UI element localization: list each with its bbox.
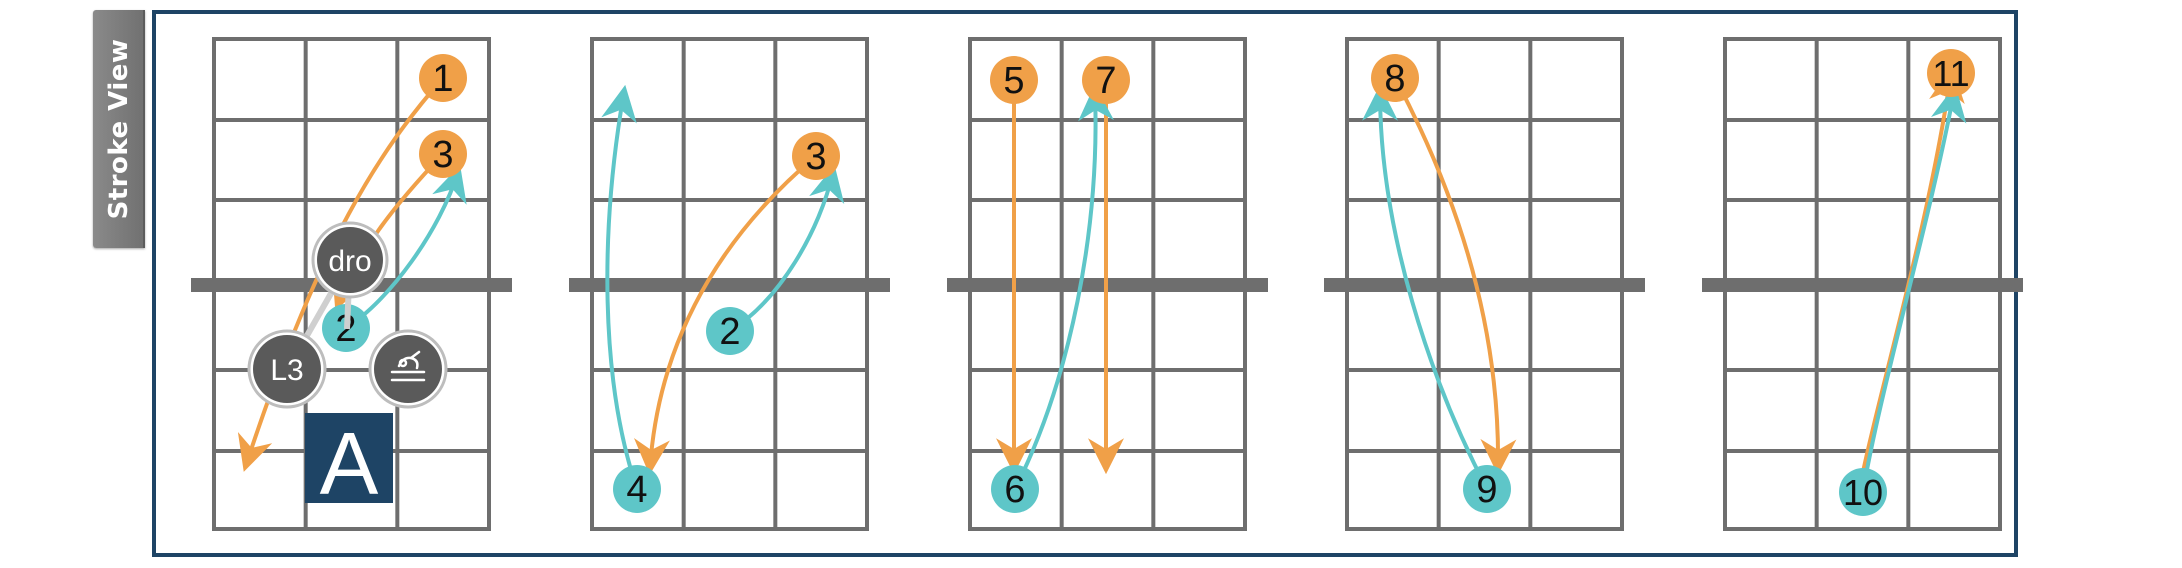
- stroke-panel: 11 10: [1702, 37, 2023, 531]
- hinge-bar: [1324, 278, 1645, 292]
- stroke-number-marker[interactable]: 3: [419, 130, 467, 178]
- stroke-path: [1013, 84, 1115, 490]
- stroke-number-label: 1: [432, 58, 453, 100]
- stroke-number-marker[interactable]: 5: [990, 56, 1038, 104]
- stroke-panel: 89: [1324, 37, 1645, 531]
- stroke-marker-circle: [419, 54, 467, 102]
- stroke-panel: 5 7 6: [947, 37, 1268, 531]
- stroke-number-label: 11: [1932, 53, 1969, 94]
- stroke-marker-circle: [990, 56, 1038, 104]
- stroke-number-marker[interactable]: 3: [792, 132, 840, 180]
- stroke-number-label: 4: [626, 469, 647, 511]
- level-tool-label: L3: [270, 354, 303, 387]
- stroke-path: [1861, 84, 1967, 493]
- stroke-path: [1393, 77, 1517, 476]
- stroke-number-marker[interactable]: 4: [613, 465, 661, 513]
- stroke-number-label: 10: [1843, 472, 1883, 513]
- letter-label: A: [320, 414, 379, 513]
- stroke-marker-circle: [1371, 54, 1419, 102]
- stroke-number-label: 2: [335, 308, 356, 350]
- stroke-number-marker[interactable]: 6: [991, 465, 1039, 513]
- direction-tool-button[interactable]: dro: [311, 221, 389, 299]
- stroke-marker-circle: [792, 132, 840, 180]
- stroke-number-marker[interactable]: 7: [1082, 56, 1130, 104]
- letter-button[interactable]: A: [305, 413, 393, 513]
- stroke-path: [633, 154, 818, 476]
- hinge-bar: [1702, 278, 2023, 292]
- writing-hand-icon: [390, 350, 426, 382]
- stroke-number-label: 9: [1476, 469, 1497, 511]
- stroke-number-label: 3: [432, 134, 453, 176]
- stroke-marker-circle: [1839, 468, 1887, 516]
- level-tool-circle: [253, 335, 321, 403]
- stroke-tools: dro L3 A: [247, 221, 448, 513]
- stroke-number-label: 8: [1384, 58, 1405, 100]
- stroke-type-tool-circle: [374, 335, 442, 403]
- stroke-marker-circle: [1927, 49, 1975, 97]
- stroke-marker-circle: [613, 465, 661, 513]
- stroke-marker-circle: [1463, 465, 1511, 513]
- stroke-view-tab[interactable]: Stroke View: [93, 10, 145, 248]
- stroke-number-label: 2: [719, 311, 740, 353]
- direction-tool-label: dro: [328, 245, 371, 278]
- stroke-number-marker[interactable]: 2: [706, 307, 754, 355]
- stroke-path: [728, 164, 845, 333]
- direction-tool-circle: [317, 227, 383, 293]
- level-tool-button[interactable]: L3: [247, 329, 327, 409]
- stroke-marker-circle: [1082, 56, 1130, 104]
- stroke-path: [1362, 84, 1489, 490]
- stroke-marker-circle: [991, 465, 1039, 513]
- stroke-panel: 3 2 4: [569, 37, 890, 531]
- stroke-marker-circle: [706, 307, 754, 355]
- stroke-number-marker[interactable]: 9: [1463, 465, 1511, 513]
- stroke-number-label: 6: [1004, 469, 1025, 511]
- stroke-number-marker[interactable]: 1: [419, 54, 467, 102]
- stroke-number-marker[interactable]: 11: [1927, 49, 1975, 97]
- letter-box: [305, 413, 393, 503]
- stroke-number-marker[interactable]: 8: [1371, 54, 1419, 102]
- stroke-type-tool-button[interactable]: [368, 329, 448, 409]
- stroke-path: [601, 84, 639, 490]
- stroke-number-marker[interactable]: 10: [1839, 468, 1887, 516]
- stroke-marker-circle: [419, 130, 467, 178]
- stroke-number-label: 5: [1003, 60, 1024, 102]
- stroke-number-label: 7: [1095, 60, 1116, 102]
- hinge-bar: [569, 278, 890, 292]
- stroke-number-label: 3: [805, 136, 826, 178]
